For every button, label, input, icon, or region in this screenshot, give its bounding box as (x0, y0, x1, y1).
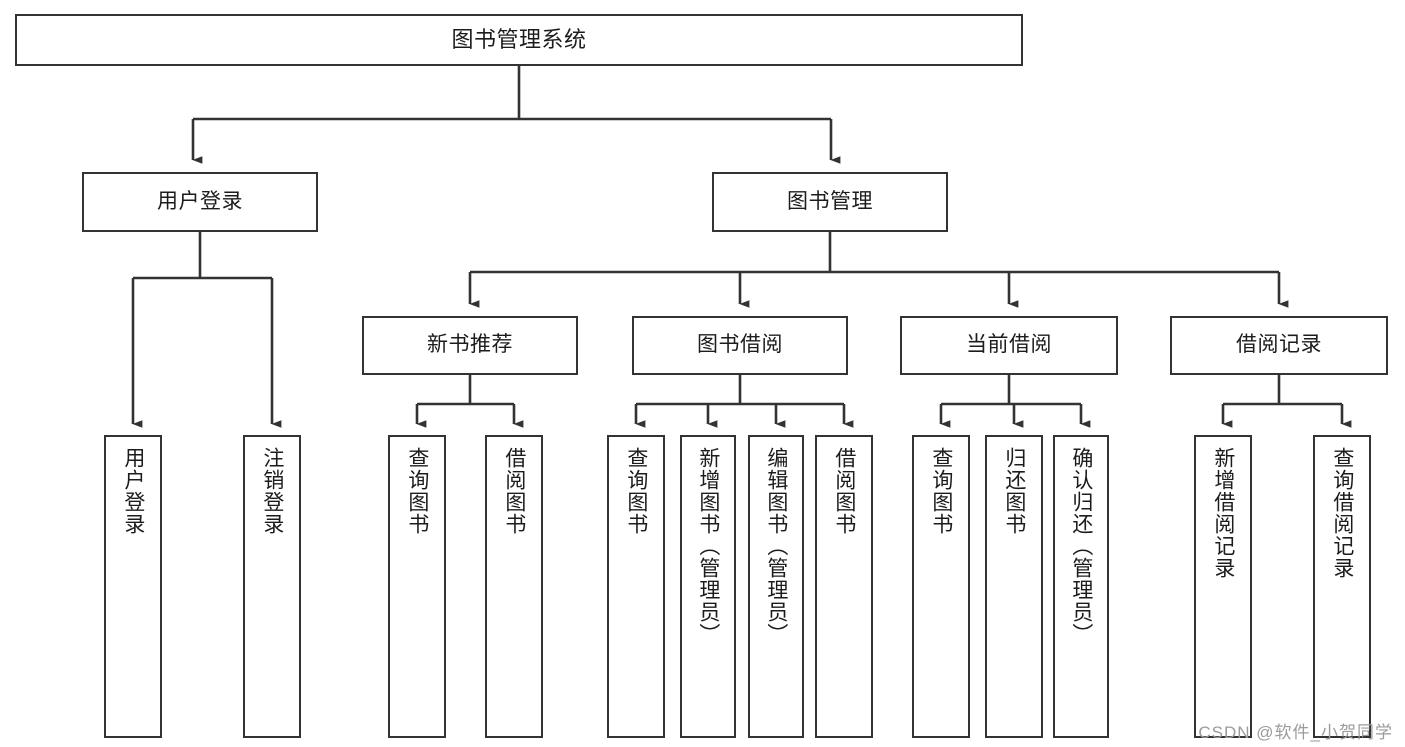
leaf-confirm-return[interactable]: 确认归还（管理员） (1053, 435, 1109, 738)
node-book-borrow-label: 图书借阅 (697, 333, 783, 357)
leaf-borrow-book-2[interactable]: 借阅图书 (815, 435, 873, 738)
leaf-add-book[interactable]: 新增图书（管理员） (680, 435, 736, 738)
leaf-logout-label: 注销登录 (260, 447, 284, 535)
node-book-borrow[interactable]: 图书借阅 (632, 316, 848, 375)
node-current-borrow-label: 当前借阅 (966, 333, 1052, 357)
leaf-return-book[interactable]: 归还图书 (985, 435, 1043, 738)
leaf-query-book-2-label: 查询图书 (624, 447, 648, 535)
leaf-logout[interactable]: 注销登录 (243, 435, 301, 738)
leaf-add-record-label: 新增借阅记录 (1211, 447, 1235, 579)
leaf-query-book-1[interactable]: 查询图书 (388, 435, 446, 738)
leaf-borrow-book-1-label: 借阅图书 (502, 447, 526, 535)
leaf-user-login[interactable]: 用户登录 (104, 435, 162, 738)
node-new-book-rec-label: 新书推荐 (427, 333, 513, 357)
leaf-confirm-return-label: 确认归还（管理员） (1069, 447, 1093, 645)
node-current-borrow[interactable]: 当前借阅 (900, 316, 1118, 375)
leaf-borrow-book-2-label: 借阅图书 (832, 447, 856, 535)
node-user-login-label: 用户登录 (157, 189, 243, 213)
node-new-book-rec[interactable]: 新书推荐 (362, 316, 578, 375)
leaf-borrow-book-1[interactable]: 借阅图书 (485, 435, 543, 738)
leaf-user-login-label: 用户登录 (121, 447, 145, 535)
leaf-query-record-label: 查询借阅记录 (1330, 447, 1354, 579)
leaf-query-book-2[interactable]: 查询图书 (607, 435, 665, 738)
node-root[interactable]: 图书管理系统 (15, 14, 1023, 66)
leaf-query-book-3-label: 查询图书 (929, 447, 953, 535)
leaf-add-record[interactable]: 新增借阅记录 (1194, 435, 1252, 738)
leaf-query-book-1-label: 查询图书 (405, 447, 429, 535)
leaf-edit-book[interactable]: 编辑图书（管理员） (748, 435, 804, 738)
node-book-manage[interactable]: 图书管理 (712, 172, 948, 232)
node-user-login[interactable]: 用户登录 (82, 172, 318, 232)
leaf-edit-book-label: 编辑图书（管理员） (764, 447, 788, 645)
node-book-manage-label: 图书管理 (787, 189, 873, 213)
leaf-add-book-label: 新增图书（管理员） (696, 447, 720, 645)
leaf-return-book-label: 归还图书 (1002, 447, 1026, 535)
node-borrow-record-label: 借阅记录 (1236, 333, 1322, 357)
node-borrow-record[interactable]: 借阅记录 (1170, 316, 1388, 375)
node-root-label: 图书管理系统 (451, 27, 587, 53)
watermark: CSDN @软件_小贺同学 (1198, 723, 1393, 742)
leaf-query-record[interactable]: 查询借阅记录 (1313, 435, 1371, 738)
leaf-query-book-3[interactable]: 查询图书 (912, 435, 970, 738)
